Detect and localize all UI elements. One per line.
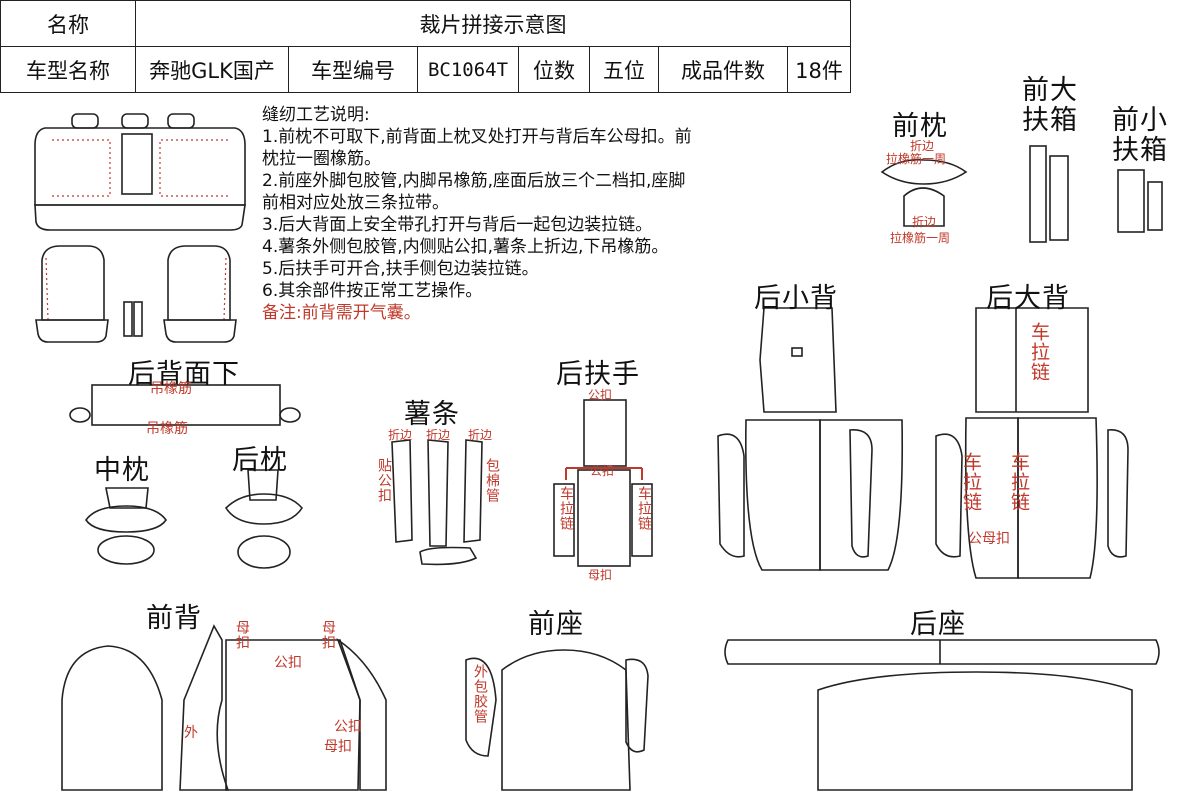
rear-small-back-pieces — [717, 307, 904, 571]
rear-bench-overview — [34, 113, 246, 231]
rear-armrest-pieces — [553, 399, 653, 567]
fold-edge-label: 折边 — [912, 215, 937, 229]
sewing-notes: 缝纫工艺说明: 1.前枕不可取下,前背面上枕叉处打开与背后车公母扣。前 枕拉一圈… — [262, 104, 862, 324]
front-big-armbox-pieces — [1029, 145, 1069, 243]
rear-seat-pieces — [724, 639, 1160, 791]
spec-table: 名称 裁片拼接示意图 车型名称 奔驰GLK国产 车型编号 BC1064T 位数 … — [0, 0, 851, 93]
outer-wrap-tube-label: 外包胶管 — [472, 664, 488, 724]
fold-edge-label: 折边 — [388, 428, 413, 442]
car-zipper-label: 车拉链 — [1028, 322, 1050, 382]
notes-line: 4.薯条外侧包胶管,内侧贴公扣,薯条上折边,下吊橡筋。 — [262, 237, 669, 257]
rear-big-back-title: 后大背 — [986, 283, 1070, 314]
male-clip-label: 公扣 — [588, 388, 613, 402]
front-seats-overview — [35, 245, 237, 343]
rear-back-lower-title: 后背面下 — [128, 359, 240, 390]
female-clip-label: 母扣 — [234, 620, 250, 650]
car-zipper-label: 车拉链 — [636, 486, 652, 531]
wrap-tube-label: 包棉管 — [484, 458, 500, 503]
notes-line: 1.前枕不可取下,前背面上枕叉处打开与背后车公母扣。前 — [262, 127, 692, 147]
female-clip-label: 母扣 — [320, 620, 336, 650]
notes-remark: 备注:前背需开气囊。 — [262, 303, 421, 323]
car-zipper-label: 车拉链 — [960, 452, 982, 512]
front-back-pieces — [61, 624, 387, 791]
fold-edge-label: 折边 — [468, 428, 493, 442]
notes-line: 枕拉一圈橡筋。 — [262, 149, 381, 169]
pieces-value: 18件 — [787, 46, 851, 93]
middle-headrest-title: 中枕 — [94, 455, 150, 486]
seats-label: 位数 — [518, 46, 590, 93]
rear-armrest-title: 后扶手 — [556, 359, 640, 390]
front-seat-pieces — [465, 649, 649, 791]
elastic-loop-label: 拉橡筋一周 — [890, 231, 951, 245]
press-male-clip-label: 贴公扣 — [376, 458, 392, 503]
diagram-title: 裁片拼接示意图 — [135, 0, 851, 47]
name-label: 名称 — [0, 0, 136, 47]
front-seat-title: 前座 — [528, 609, 584, 640]
rear-headrest-title: 后枕 — [232, 445, 288, 476]
notes-heading: 缝纫工艺说明: — [262, 105, 370, 125]
rear-seat-title: 后座 — [910, 609, 966, 640]
notes-line: 6.其余部件按正常工艺操作。 — [262, 281, 483, 301]
hang-elastic-label: 吊橡筋 — [146, 421, 188, 437]
male-clip-label: 公扣 — [590, 464, 615, 478]
male-clip-label: 公扣 — [334, 719, 362, 735]
rear-small-back-title: 后小背 — [754, 283, 838, 314]
fold-edge-label: 折边 — [426, 428, 451, 442]
front-headrest-pieces — [880, 158, 968, 227]
fold-edge-label: 折边 — [910, 139, 935, 153]
front-big-armbox-title: 前大扶箱 — [1022, 75, 1078, 136]
model-name-value: 奔驰GLK国产 — [135, 46, 289, 93]
strip-title: 薯条 — [404, 399, 460, 430]
front-small-armbox-title: 前小扶箱 — [1112, 105, 1168, 166]
rear-headrest-piece — [224, 469, 303, 569]
pieces-label: 成品件数 — [658, 46, 788, 93]
notes-line: 前相对应处放三条拉带。 — [262, 193, 449, 213]
front-small-armbox-pieces — [1117, 169, 1163, 233]
notes-line: 2.前座外脚包胶管,内脚吊橡筋,座面后放三个二档扣,座脚 — [262, 171, 686, 191]
female-clip-label: 母扣 — [588, 568, 613, 582]
front-back-title: 前背 — [146, 603, 202, 634]
elastic-loop-label: 拉橡筋一周 — [886, 152, 947, 166]
car-zipper-label: 车拉链 — [558, 486, 574, 531]
strip-pieces — [391, 439, 483, 566]
rear-back-lower-piece — [69, 384, 301, 426]
model-code-value: BC1064T — [417, 46, 519, 93]
male-clip-label: 公扣 — [274, 655, 302, 671]
model-name-label: 车型名称 — [0, 46, 136, 93]
front-headrest-title: 前枕 — [892, 111, 948, 142]
middle-headrest-piece — [85, 487, 167, 565]
car-zipper-label: 车拉链 — [1008, 452, 1030, 512]
hang-elastic-label: 吊橡筋 — [150, 381, 192, 397]
notes-line: 3.后大背面上安全带孔打开与背后一起包边装拉链。 — [262, 215, 653, 235]
female-clip-label: 母扣 — [324, 739, 352, 755]
notes-line: 5.后扶手可开合,扶手侧包边装拉链。 — [262, 259, 539, 279]
rear-big-back-pieces — [935, 307, 1129, 579]
outer-label: 外 — [184, 725, 198, 741]
male-female-clip-label: 公母扣 — [968, 531, 1010, 547]
model-code-label: 车型编号 — [288, 46, 418, 93]
